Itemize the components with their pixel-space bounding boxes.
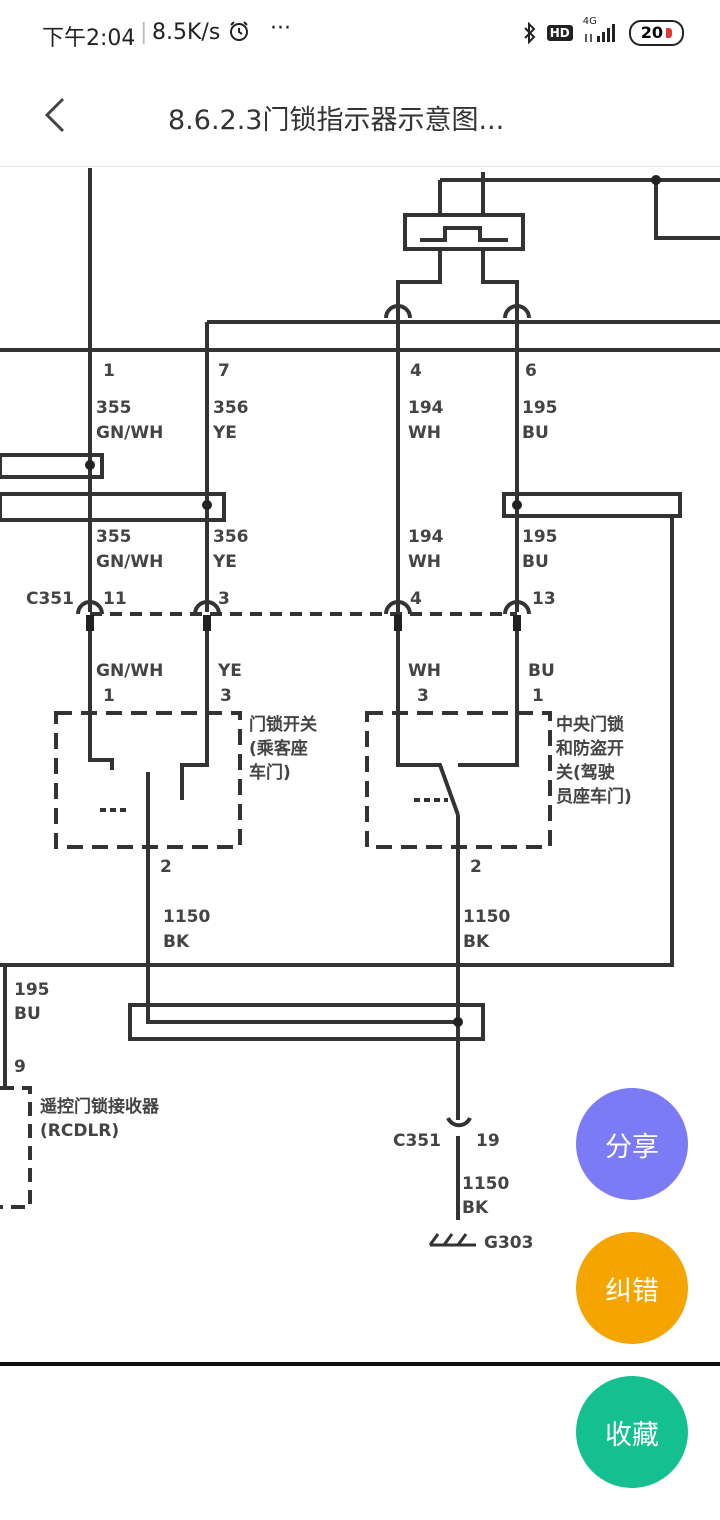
favorite-button[interactable]: 收藏 [576, 1376, 688, 1488]
wire-color: YE [212, 552, 237, 572]
wire-number: 1150 [163, 907, 210, 927]
wire-color: BK [163, 932, 190, 952]
signal-icon: 4G [583, 16, 619, 44]
switch-pin: 3 [417, 686, 429, 706]
switch-label-right: 和防盗开 [556, 738, 624, 759]
receiver-label: (RCDLR) [40, 1121, 119, 1141]
switch-label-left: (乘客座 [249, 738, 308, 759]
back-button[interactable] [30, 90, 80, 140]
switch-label-right: 员座车门) [556, 786, 632, 807]
receiver-pin: 9 [14, 1057, 26, 1077]
page-title: 8.6.2.3门锁指示器示意图... [168, 105, 505, 136]
status-speed: 8.5K/s [152, 20, 221, 45]
connector-pin: 13 [532, 589, 556, 609]
wire-number: 355 [96, 398, 132, 418]
switch-wire-color: WH [408, 661, 441, 681]
network-type: 4G [582, 16, 597, 27]
receiver-label: 遥控门锁接收器 [40, 1096, 160, 1117]
wire-number: 356 [213, 398, 249, 418]
battery-icon: 20 [628, 20, 684, 46]
image-bottom-border [0, 1362, 720, 1366]
wire-number: 195 [522, 398, 558, 418]
wire-number: 355 [96, 527, 132, 547]
switch-label-left: 门锁开关 [249, 714, 317, 735]
share-button[interactable]: 分享 [576, 1088, 688, 1200]
wiring-diagram: 1 7 4 6 355 GN/WH 356 YE 194 WH 195 BU 3… [0, 168, 720, 1253]
wire-color: BU [14, 1004, 41, 1024]
wire-color: WH [408, 423, 441, 443]
wire-color: BK [462, 1198, 489, 1218]
wire-color: WH [408, 552, 441, 572]
status-right: HD 4G 20 [523, 16, 684, 46]
status-time: 下午2:04 [42, 26, 136, 51]
pin-label: 6 [525, 361, 537, 381]
connector-pin: 19 [476, 1131, 500, 1151]
connector-label: C351 [26, 589, 74, 609]
bluetooth-icon [524, 22, 536, 44]
switch-label-left: 车门) [249, 762, 291, 783]
status-divider: | [140, 20, 148, 45]
battery-level: 20 [640, 23, 663, 42]
hd-icon: HD [546, 25, 573, 41]
switch-pin: 1 [532, 686, 544, 706]
wire-color: GN/WH [96, 423, 163, 443]
connector-pin: 3 [218, 589, 230, 609]
wire-color: BU [522, 552, 549, 572]
wire-number: 195 [14, 980, 50, 1000]
switch-wire-color: BU [528, 661, 555, 681]
switch-pin: 2 [160, 857, 172, 877]
switch-pin: 2 [470, 857, 482, 877]
alarm-icon [228, 20, 250, 48]
report-error-button[interactable]: 纠错 [576, 1232, 688, 1344]
wire-number: 1150 [463, 907, 510, 927]
chevron-left-icon [44, 97, 65, 133]
status-bar: 下午2:04 | 8.5K/s ··· HD 4G 20 [0, 0, 720, 70]
wire-number: 356 [213, 527, 249, 547]
wire-number: 194 [408, 527, 444, 547]
wire-color: GN/WH [96, 552, 163, 572]
wire-number: 195 [522, 527, 558, 547]
switch-pin: 1 [103, 686, 115, 706]
wire-color: BK [463, 932, 490, 952]
switch-wire-color: YE [217, 661, 242, 681]
pin-label: 7 [218, 361, 230, 381]
wire-number: 1150 [462, 1174, 509, 1194]
wire-color: YE [212, 423, 237, 443]
switch-label-right: 中央门锁 [556, 714, 624, 735]
wire-number: 194 [408, 398, 444, 418]
pin-label: 4 [410, 361, 422, 381]
connector-pin: 11 [103, 589, 127, 609]
wire-color: BU [522, 423, 549, 443]
ground-label: G303 [484, 1233, 533, 1253]
switch-label-right: 关(驾驶 [556, 762, 615, 783]
switch-pin: 3 [220, 686, 232, 706]
pin-label: 1 [103, 361, 115, 381]
connector-label: C351 [393, 1131, 441, 1151]
switch-wire-color: GN/WH [96, 661, 163, 681]
app-header: 8.6.2.3门锁指示器示意图... [0, 70, 720, 167]
connector-pin: 4 [410, 589, 422, 609]
more-notifications-icon: ··· [270, 16, 291, 41]
